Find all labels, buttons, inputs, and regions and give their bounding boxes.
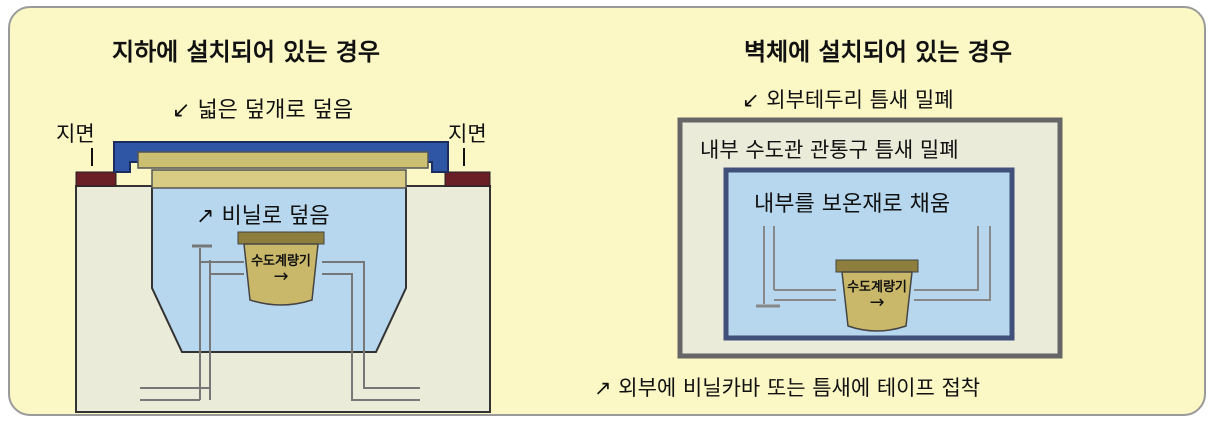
wall-pipe-right — [914, 226, 991, 301]
bottom-label-text: 외부에 비닐카바 또는 틈새에 테이프 접착 — [618, 376, 981, 400]
meter-body-right — [841, 271, 913, 332]
meter-arrow-left-icon: → — [273, 266, 289, 287]
meter-label-right: 수도계량기 — [847, 280, 907, 295]
ground-surface-right — [444, 171, 491, 187]
outer-seal-label: ↙ 외부테두리 틈새 밀폐 — [742, 84, 954, 114]
arrow-up-right-icon: ↗ — [594, 376, 612, 400]
arrow-down-left-icon: ↙ — [172, 98, 191, 123]
left-title: 지하에 설치되어 있는 경우 — [112, 38, 380, 66]
ground-label-left: 지면 — [56, 122, 95, 146]
cover-label: ↙ 넓은 덮개로 덮음 — [172, 92, 353, 124]
meter-body-left — [243, 243, 319, 306]
vinyl-label: ↗ 비닐로 덮음 — [196, 198, 330, 230]
arrow-down-left-icon: ↙ — [742, 88, 760, 112]
pipe-left — [140, 248, 244, 401]
outer-seal-label-text: 외부테두리 틈새 밀폐 — [766, 88, 954, 112]
cover-label-text: 넓은 덮개로 덮음 — [197, 98, 354, 123]
meter-arrow-right-icon: → — [869, 292, 885, 313]
lid-top — [137, 151, 429, 169]
vinyl-label-text: 비닐로 덮음 — [221, 204, 330, 229]
meter-cap-left — [237, 231, 325, 245]
lid-bottom — [151, 169, 407, 189]
pipe-right — [322, 261, 420, 401]
insulation-label: 내부를 보온재로 채움 — [754, 192, 951, 217]
wall-pipe-left — [763, 226, 836, 304]
pipe-seal-label: 내부 수도관 관통구 틈새 밀폐 — [700, 138, 959, 162]
right-title: 벽체에 설치되어 있는 경우 — [744, 38, 1012, 66]
arrow-up-right-icon: ↗ — [196, 204, 215, 229]
bottom-label: ↗ 외부에 비닐카바 또는 틈새에 테이프 접착 — [594, 372, 980, 402]
meter-cap-right — [835, 259, 919, 273]
ground-surface-left — [75, 171, 117, 187]
meter-label-left: 수도계량기 — [251, 254, 311, 269]
ground-label-right: 지면 — [448, 122, 487, 146]
